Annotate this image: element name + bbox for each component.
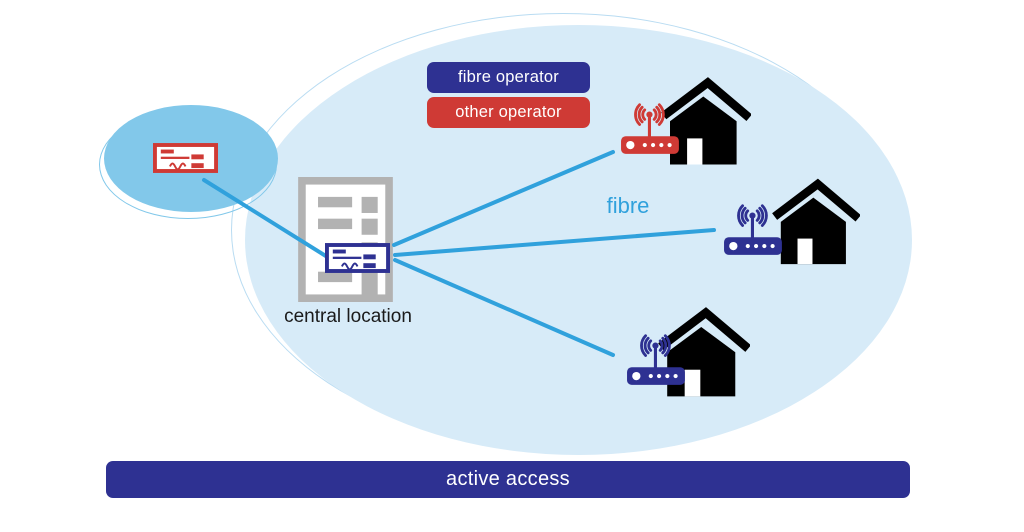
- antenna-mast: [750, 215, 754, 239]
- house-door: [684, 369, 701, 397]
- legend: fibre operator other operator: [427, 62, 590, 128]
- fibre-link-label: fibre: [606, 193, 650, 218]
- legend-item-fibre-operator: fibre operator: [427, 62, 590, 93]
- antenna-mast: [653, 345, 657, 369]
- wifi-waves-icon: [737, 204, 768, 227]
- house-roof: [772, 178, 860, 222]
- house-icon-2: [772, 178, 860, 265]
- router-body: [724, 237, 782, 255]
- house-door: [797, 238, 813, 265]
- legend-item-other-operator: other operator: [427, 97, 590, 128]
- active-access-label: active access: [446, 468, 570, 490]
- legend-label-fibre-operator: fibre operator: [458, 68, 559, 86]
- active-access-banner: active access: [106, 461, 910, 498]
- fibre-operator-wifi-router-icon: [627, 334, 685, 385]
- central-location-label: central location: [284, 306, 412, 327]
- router-body: [627, 367, 685, 385]
- other-operator-wifi-router-icon: [621, 103, 679, 154]
- wifi-waves-icon: [640, 334, 671, 357]
- fibre-operator-wifi-router-icon: [724, 204, 782, 255]
- other-operator-device-icon: [153, 143, 218, 173]
- house-icon-1: [661, 77, 751, 165]
- house-roof: [658, 307, 750, 352]
- wifi-waves-icon: [634, 103, 665, 126]
- fibre-operator-device-icon: [325, 243, 390, 273]
- central-office-building-icon: [298, 177, 393, 302]
- legend-label-other-operator: other operator: [455, 103, 562, 121]
- antenna-mast: [647, 114, 651, 138]
- router-body: [621, 136, 679, 154]
- house-roof: [661, 77, 751, 121]
- house-door: [687, 138, 703, 165]
